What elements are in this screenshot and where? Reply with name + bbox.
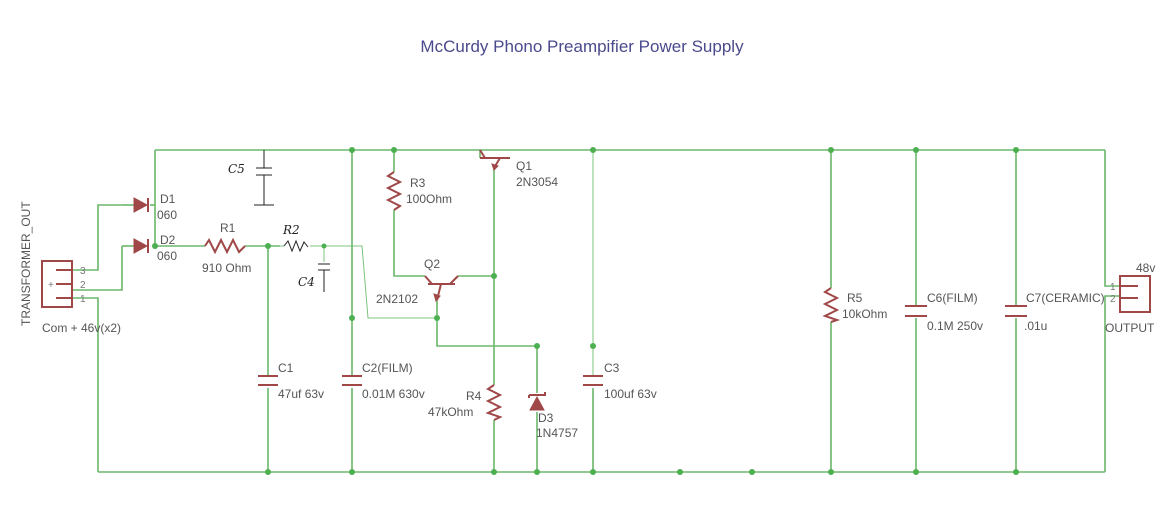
- output-positive-wire: [1104, 150, 1120, 287]
- resistor-r5: R5 10kOhm: [822, 287, 887, 323]
- c7-value-label: .01u: [1024, 319, 1047, 333]
- c1-value-label: 47uf 63v: [278, 387, 324, 401]
- q1-value-label: 2N3054: [516, 175, 558, 189]
- junction-node: [152, 243, 158, 249]
- capacitor-c1: C1 47uf 63v: [258, 361, 324, 401]
- junction-node: [491, 469, 497, 475]
- junction-node: [913, 469, 919, 475]
- junction-node: [434, 315, 440, 321]
- transistor-q2: Q2 2N2102: [376, 257, 459, 306]
- d3-name-label: D3: [538, 411, 554, 425]
- junction-node: [491, 273, 497, 279]
- junction-node: [590, 469, 596, 475]
- c5-name-label: C5: [228, 162, 245, 176]
- junction-node: [1013, 147, 1019, 153]
- d3-value-label: 1N4757: [536, 426, 578, 440]
- capacitor-c6: C6(FILM) 0.1M 250v: [905, 291, 983, 333]
- output-name-label: OUTPUT: [1105, 321, 1155, 335]
- output-connector: 1 2 48v OUTPUT: [1105, 261, 1155, 335]
- junction-node: [349, 315, 355, 321]
- r4-value-label: 47kOhm: [428, 405, 473, 419]
- q2-value-label: 2N2102: [376, 292, 418, 306]
- output-pin-label: 2: [1110, 294, 1116, 305]
- r4-name-label: R4: [466, 389, 482, 403]
- junction-node: [391, 147, 397, 153]
- junction-node: [349, 147, 355, 153]
- r1-name-label: R1: [220, 221, 236, 235]
- capacitor-c7: C7(CERAMIC) .01u: [1005, 291, 1105, 333]
- d1-input-wire: [72, 204, 122, 271]
- transformer-value-label: Com + 46v(x2): [42, 321, 121, 335]
- r3-bottom-wire: [393, 210, 425, 277]
- junction-node: [677, 469, 683, 475]
- output-ground-wire: [1104, 295, 1120, 472]
- r5-name-label: R5: [847, 291, 863, 305]
- capacitor-c4: C4: [298, 263, 330, 292]
- connector-pin-label: 2: [80, 280, 86, 291]
- diode-d2: D2 060: [122, 233, 177, 263]
- zener-d3: D3 1N4757: [528, 392, 578, 440]
- capacitor-c5: C5: [228, 150, 274, 206]
- c1-name-label: C1: [278, 361, 294, 375]
- resistor-r1: R1 910 Ohm: [202, 221, 251, 275]
- ground-input-wire: [72, 297, 99, 472]
- junction-node: [265, 469, 271, 475]
- c2-name-label: C2(FILM): [362, 361, 413, 375]
- diagram-title: McCurdy Phono Preampifier Power Supply: [420, 37, 744, 56]
- q2-name-label: Q2: [424, 257, 440, 271]
- q1-name-label: Q1: [516, 159, 532, 173]
- output-connector-body: [1119, 275, 1151, 313]
- connector-pin-label: 1: [80, 294, 86, 305]
- junction-node: [749, 469, 755, 475]
- c6-name-label: C6(FILM): [927, 291, 978, 305]
- c2-value-label: 0.01M 630v: [362, 387, 425, 401]
- output-pin-label: 1: [1110, 282, 1116, 293]
- output-value-label: 48v: [1136, 261, 1155, 275]
- connector-pin-label: 3: [80, 266, 86, 277]
- wires: [72, 149, 1120, 473]
- junction-node: [913, 147, 919, 153]
- d1-value-label: 060: [157, 208, 177, 222]
- capacitor-c3: C3 100uf 63v: [583, 361, 657, 401]
- d2-name-label: D2: [160, 233, 176, 247]
- d2-value-label: 060: [157, 249, 177, 263]
- r2-name-label: R2: [282, 223, 300, 237]
- junction-node: [321, 243, 327, 249]
- connector-plus-label: +: [48, 280, 54, 291]
- junction-node: [1013, 469, 1019, 475]
- junction-node: [265, 243, 271, 249]
- c3-name-label: C3: [604, 361, 620, 375]
- r3-value-label: 100Ohm: [406, 192, 452, 206]
- junction-node: [828, 469, 834, 475]
- c4-name-label: C4: [298, 275, 315, 289]
- diode-d1: D1 060: [122, 192, 177, 222]
- r5-value-label: 10kOhm: [842, 307, 887, 321]
- r3-name-label: R3: [410, 176, 426, 190]
- junction-node: [534, 469, 540, 475]
- junction-node: [349, 469, 355, 475]
- transformer-connector: 3 2 1 + TRANSFORMER_OUT Com + 46v(x2): [19, 201, 121, 335]
- d2-input-wire: [72, 246, 123, 291]
- junction-nodes: [152, 147, 1019, 475]
- transformer-name-label: TRANSFORMER_OUT: [19, 201, 33, 326]
- resistor-r4: R4 47kOhm: [428, 384, 503, 421]
- junction-node: [590, 343, 596, 349]
- c6-value-label: 0.1M 250v: [927, 319, 983, 333]
- transistor-q1: Q1 2N3054: [479, 149, 558, 189]
- q2-emitter-wire: [436, 300, 537, 347]
- junction-node: [590, 147, 596, 153]
- resistor-r2: R2: [280, 223, 309, 253]
- junction-node: [828, 147, 834, 153]
- d1-name-label: D1: [160, 192, 176, 206]
- junction-node: [534, 343, 540, 349]
- r1-value-label: 910 Ohm: [202, 261, 251, 275]
- c7-name-label: C7(CERAMIC): [1026, 291, 1105, 305]
- c3-value-label: 100uf 63v: [604, 387, 657, 401]
- r2-out-wire: [310, 245, 437, 319]
- capacitor-c2: C2(FILM) 0.01M 630v: [342, 361, 425, 401]
- resistor-r3: R3 100Ohm: [385, 171, 452, 211]
